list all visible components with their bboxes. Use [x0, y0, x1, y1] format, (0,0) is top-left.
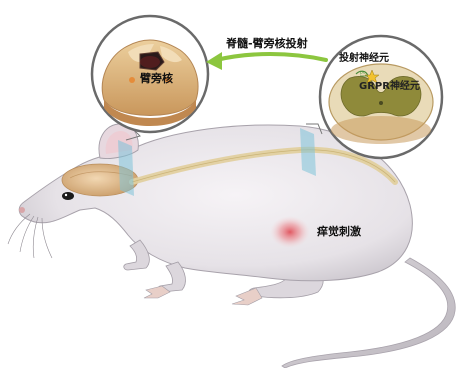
grpr-neuron-label: GRPR神经元: [359, 82, 420, 92]
projection-neuron-label: 投射神经元: [339, 54, 389, 64]
mouse-hind-foot: [232, 288, 262, 305]
projection-neuron-marker: ᵖᶜ: [360, 70, 366, 78]
projection-arrow: [216, 54, 326, 60]
brain-section-plane: [118, 140, 134, 196]
spinal-cord-section: ᵖᶜ: [329, 64, 433, 144]
itch-stimulus-spot: [270, 216, 310, 248]
spinal-section-plane: [300, 128, 316, 176]
parabrachial-label: 臂旁核: [140, 73, 173, 84]
itch-stimulus-label: 痒觉刺激: [317, 226, 361, 237]
pathway-label: 脊髓-臂旁核投射: [226, 38, 308, 49]
mouse-nose: [19, 207, 25, 213]
mouse-eye: [62, 192, 74, 200]
